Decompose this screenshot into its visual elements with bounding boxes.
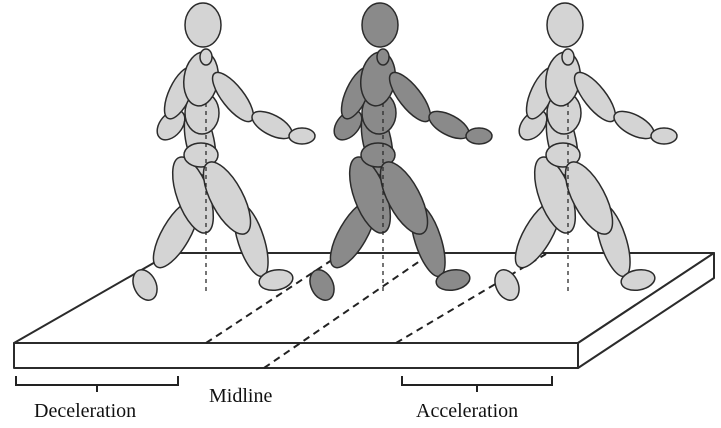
walkway-platform xyxy=(13,252,715,369)
deceleration-zone-divider xyxy=(205,253,342,344)
platform-side-face xyxy=(577,252,715,369)
acceleration-label: Acceleration xyxy=(416,400,519,422)
deceleration-bracket xyxy=(15,376,179,392)
acceleration-zone-divider xyxy=(395,253,547,344)
zone-brackets xyxy=(15,376,553,392)
midline-label: Midline xyxy=(209,385,273,407)
midline-divider xyxy=(263,253,431,369)
zone-divider-lines xyxy=(205,253,547,369)
acceleration-bracket xyxy=(401,376,553,392)
deceleration-label: Deceleration xyxy=(34,400,137,422)
